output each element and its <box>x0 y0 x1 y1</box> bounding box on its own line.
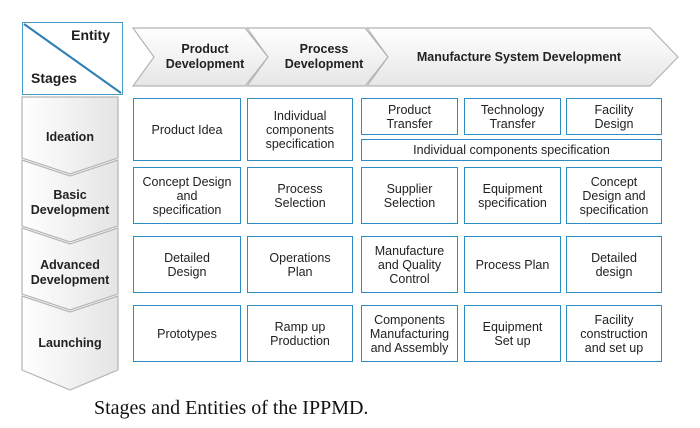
cell-advanced-process-plan: Process Plan <box>464 236 561 293</box>
corner-header: Entity Stages <box>22 22 123 95</box>
figure-caption: Stages and Entities of the IPPMD. <box>94 397 369 419</box>
stage-label-ideation: Ideation <box>46 129 94 144</box>
cell-launching-product: Prototypes <box>133 305 241 362</box>
corner-diagonal <box>22 22 122 94</box>
entity-label-manufacture-system-development: Manufacture System Development <box>416 49 622 64</box>
stage-arrow-ideation <box>21 96 119 175</box>
entity-arrow-product-development <box>131 27 269 87</box>
cell-ideation-product: Product Idea <box>133 98 241 161</box>
stage-label-launching: Launching <box>38 335 102 350</box>
stage-arrow-launching <box>21 295 119 391</box>
stage-arrow-advanced-development <box>21 227 119 311</box>
stage-arrow-basic-development <box>21 159 119 243</box>
cell-ideation-components-specification: Individual components specification <box>361 139 662 161</box>
corner-entity-label: Entity <box>71 27 110 43</box>
entity-arrow-manufacture-system-development <box>365 27 679 87</box>
corner-stages-label: Stages <box>31 70 77 86</box>
entity-arrow-process-development <box>245 27 389 87</box>
